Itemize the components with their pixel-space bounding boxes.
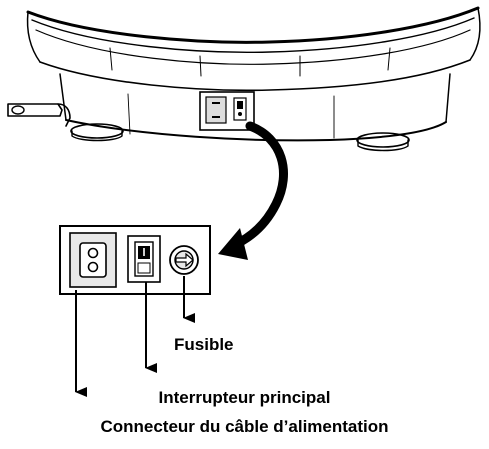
rear-panel-enlarged <box>59 225 211 295</box>
curved-arrow-icon <box>218 121 288 260</box>
down-arrow-icon <box>75 276 195 397</box>
rocker-switch-icon <box>127 235 161 283</box>
power-socket-icon <box>69 232 117 288</box>
rear-panel-small <box>199 91 255 131</box>
fuse-holder-icon <box>169 245 199 275</box>
appliance-base-drawing <box>7 6 481 152</box>
main-switch-label: Interrupteur principal <box>158 388 331 407</box>
fuse-label: Fusible <box>174 335 234 354</box>
power-connector-label: Connecteur du câble d’alimentation <box>100 417 389 436</box>
